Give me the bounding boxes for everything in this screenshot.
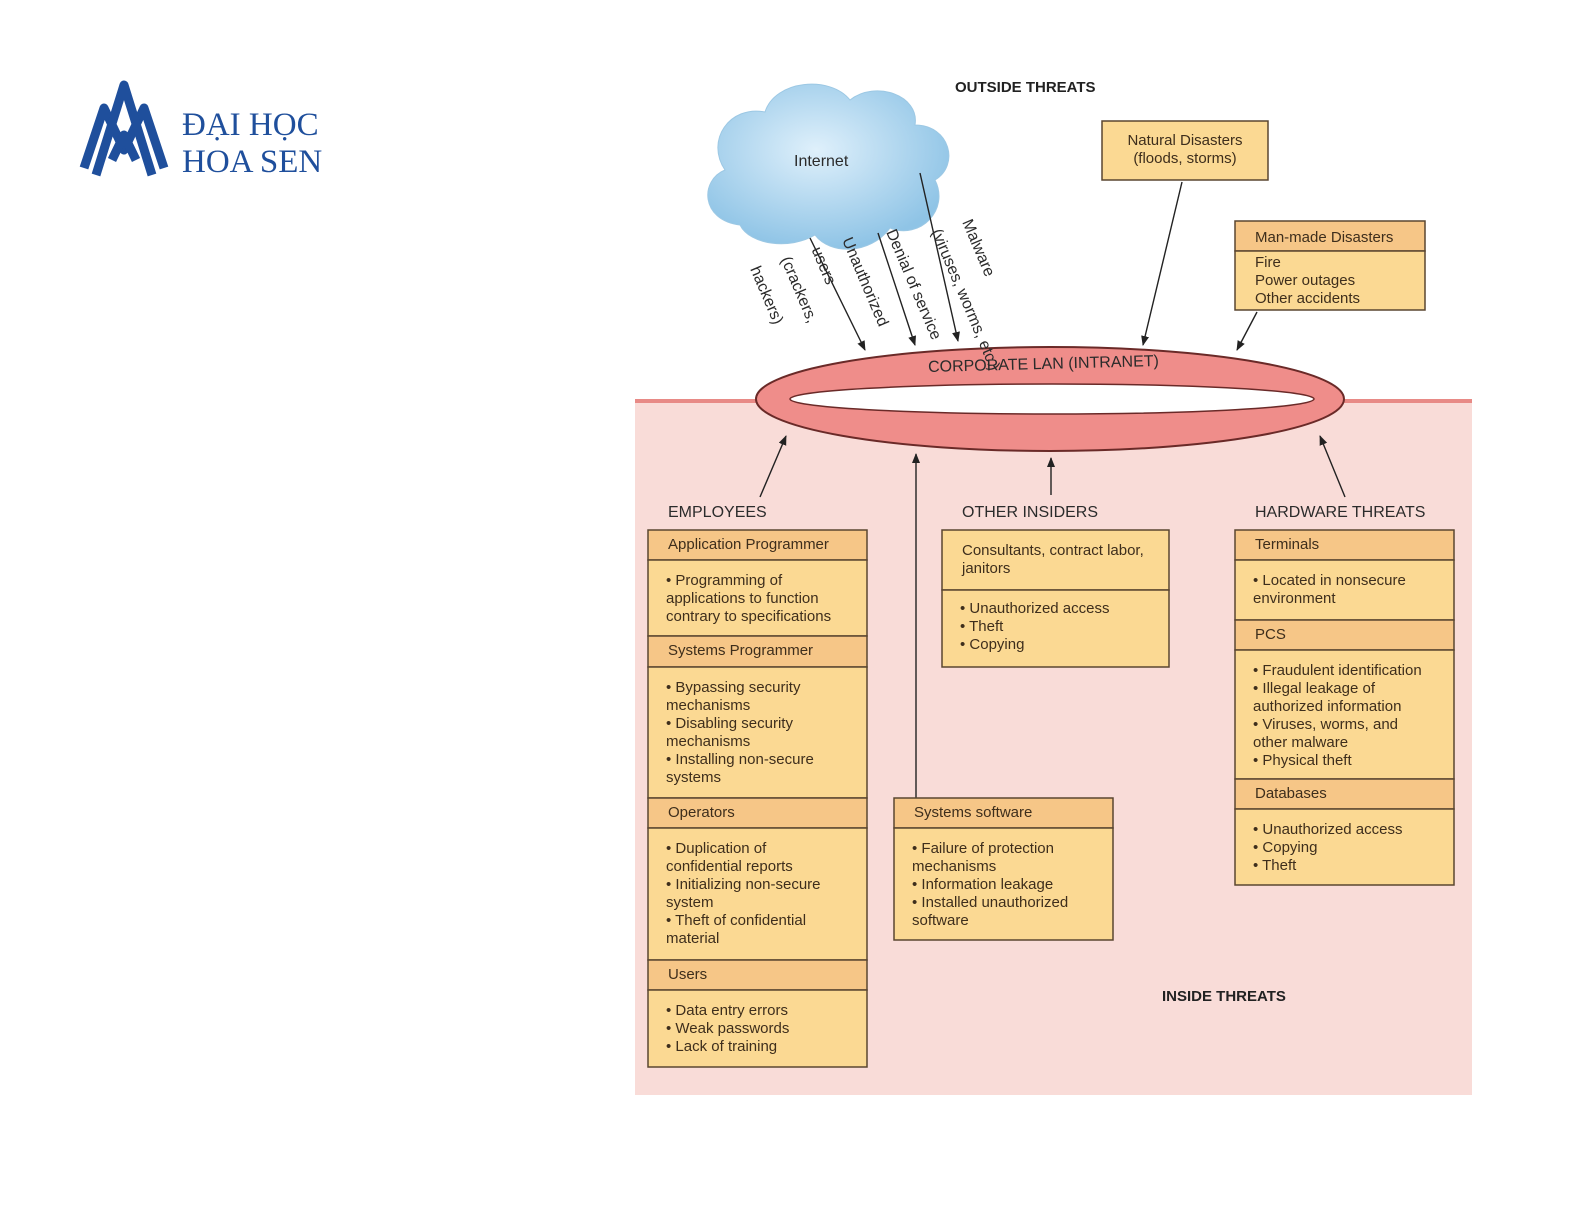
manmade-item: Power outages <box>1255 272 1355 289</box>
arrow-manmade-disasters <box>1236 311 1258 351</box>
hardware-section-item: environment <box>1253 590 1336 607</box>
inside-threats-title: INSIDE THREATS <box>1162 988 1286 1005</box>
employees-label: EMPLOYEES <box>668 504 767 521</box>
employees-section-header: Systems Programmer <box>668 642 813 659</box>
hardware-section-header: PCS <box>1255 626 1286 643</box>
arrow-unauthorized-users <box>809 237 866 351</box>
employees-section-item: material <box>666 930 719 947</box>
employees-section-item: system <box>666 894 714 911</box>
manmade-item: Other accidents <box>1255 290 1360 307</box>
university-logo: ĐẠI HỌC HOA SEN <box>79 80 322 180</box>
systems-software-header: Systems software <box>914 804 1032 821</box>
ring-label: CORPORATE LAN (INTRANET) <box>928 353 1159 376</box>
hardware-section-body-box <box>1234 559 1455 621</box>
malware-label: Malware <box>958 217 997 279</box>
logo-text-line2: HOA SEN <box>182 144 322 180</box>
hardware-section-header-box <box>1234 778 1455 810</box>
employees-section-item: • Weak passwords <box>666 1020 789 1037</box>
employees-section-item: • Installing non-secure <box>666 751 814 768</box>
manmade-item: Fire <box>1255 254 1281 271</box>
logo-text-line1: ĐẠI HỌC <box>182 107 319 143</box>
hardware-section-header: Databases <box>1255 785 1327 802</box>
employees-section-item: • Bypassing security <box>666 679 801 696</box>
hardware-section-header: Terminals <box>1255 536 1319 553</box>
employees-section-body-box <box>647 989 868 1068</box>
other-insiders-header-box <box>941 529 1170 591</box>
other-insiders-item: • Unauthorized access <box>960 600 1110 617</box>
other-insiders-item: • Copying <box>960 636 1024 653</box>
employees-section-body-box <box>647 559 868 637</box>
employees-section-item: mechanisms <box>666 733 750 750</box>
manmade-header: Man-made Disasters <box>1255 229 1393 246</box>
hardware-section-item: other malware <box>1253 734 1348 751</box>
hardware-section-item: authorized information <box>1253 698 1401 715</box>
outside-threats-title: OUTSIDE THREATS <box>955 79 1096 96</box>
employees-section-body-box <box>647 827 868 961</box>
employees-section-header: Operators <box>668 804 735 821</box>
employees-section-header-box <box>647 797 868 829</box>
unauthorized-users-label: users <box>808 245 839 288</box>
employees-section-item: • Duplication of <box>666 840 767 857</box>
logo-mountain-icon <box>79 80 169 177</box>
arrow-hardware <box>1319 435 1346 498</box>
other-insiders-body-box <box>941 589 1170 668</box>
employees-section-header: Application Programmer <box>668 536 829 553</box>
employees-section-item: • Disabling security <box>666 715 793 732</box>
other-insiders-label: OTHER INSIDERS <box>962 504 1098 521</box>
other-insiders-header: janitors <box>961 560 1010 577</box>
arrow-natural-disasters <box>1141 181 1183 346</box>
cloud-label: Internet <box>794 153 849 170</box>
employees-section-item: • Lack of training <box>666 1038 777 1055</box>
arrow-malware <box>919 172 960 342</box>
employees-section-header-box <box>647 635 868 668</box>
employees-section-item: • Data entry errors <box>666 1002 788 1019</box>
employees-section-item: systems <box>666 769 721 786</box>
systems-software-item: • Installed unauthorized <box>912 894 1068 911</box>
unauthorized-users-label: hackers) <box>746 264 786 327</box>
hardware-section-item: • Located in nonsecure <box>1253 572 1406 589</box>
hardware-section-body-box <box>1234 649 1455 780</box>
systems-software-item: software <box>912 912 969 929</box>
employees-section-item: • Initializing non-secure <box>666 876 821 893</box>
other-insiders-header: Consultants, contract labor, <box>962 542 1144 559</box>
hardware-section-item: • Copying <box>1253 839 1317 856</box>
systems-software-item: mechanisms <box>912 858 996 875</box>
hardware-section-header-box <box>1234 529 1455 561</box>
hardware-section-item: • Theft <box>1253 857 1297 874</box>
manmade-body-box <box>1234 250 1426 311</box>
employees-section-header: Users <box>668 966 707 983</box>
hardware-threats-label: HARDWARE THREATS <box>1255 504 1425 521</box>
systems-software-header-box <box>893 797 1114 829</box>
internet-cloud-icon: Internet <box>707 83 950 250</box>
employees-section-item: • Theft of confidential <box>666 912 806 929</box>
employees-section-header-box <box>647 529 868 561</box>
arrow-denial-of-service <box>877 232 916 346</box>
hardware-section-item: • Unauthorized access <box>1253 821 1403 838</box>
hardware-section-item: • Viruses, worms, and <box>1253 716 1398 733</box>
employees-section-item: mechanisms <box>666 697 750 714</box>
hardware-section-item: • Fraudulent identification <box>1253 662 1422 679</box>
arrow-employees <box>759 435 787 498</box>
natural-disasters-box <box>1101 120 1269 181</box>
systems-software-item: • Failure of protection <box>912 840 1054 857</box>
employees-section-item: • Programming of <box>666 572 783 589</box>
hardware-section-item: • Physical theft <box>1253 752 1352 769</box>
hardware-section-item: • Illegal leakage of <box>1253 680 1376 697</box>
employees-section-item: applications to function <box>666 590 819 607</box>
natural-disasters-text: (floods, storms) <box>1133 150 1236 167</box>
hardware-section-body-box <box>1234 808 1455 886</box>
other-insiders-item: • Theft <box>960 618 1004 635</box>
employees-section-body-box <box>647 666 868 799</box>
corporate-lan-ring: CORPORATE LAN (INTRANET) <box>755 346 1345 452</box>
employees-section-item: confidential reports <box>666 858 793 875</box>
systems-software-item: • Information leakage <box>912 876 1053 893</box>
natural-disasters-text: Natural Disasters <box>1127 132 1242 149</box>
employees-section-item: contrary to specifications <box>666 608 831 625</box>
systems-software-body-box <box>893 827 1114 941</box>
